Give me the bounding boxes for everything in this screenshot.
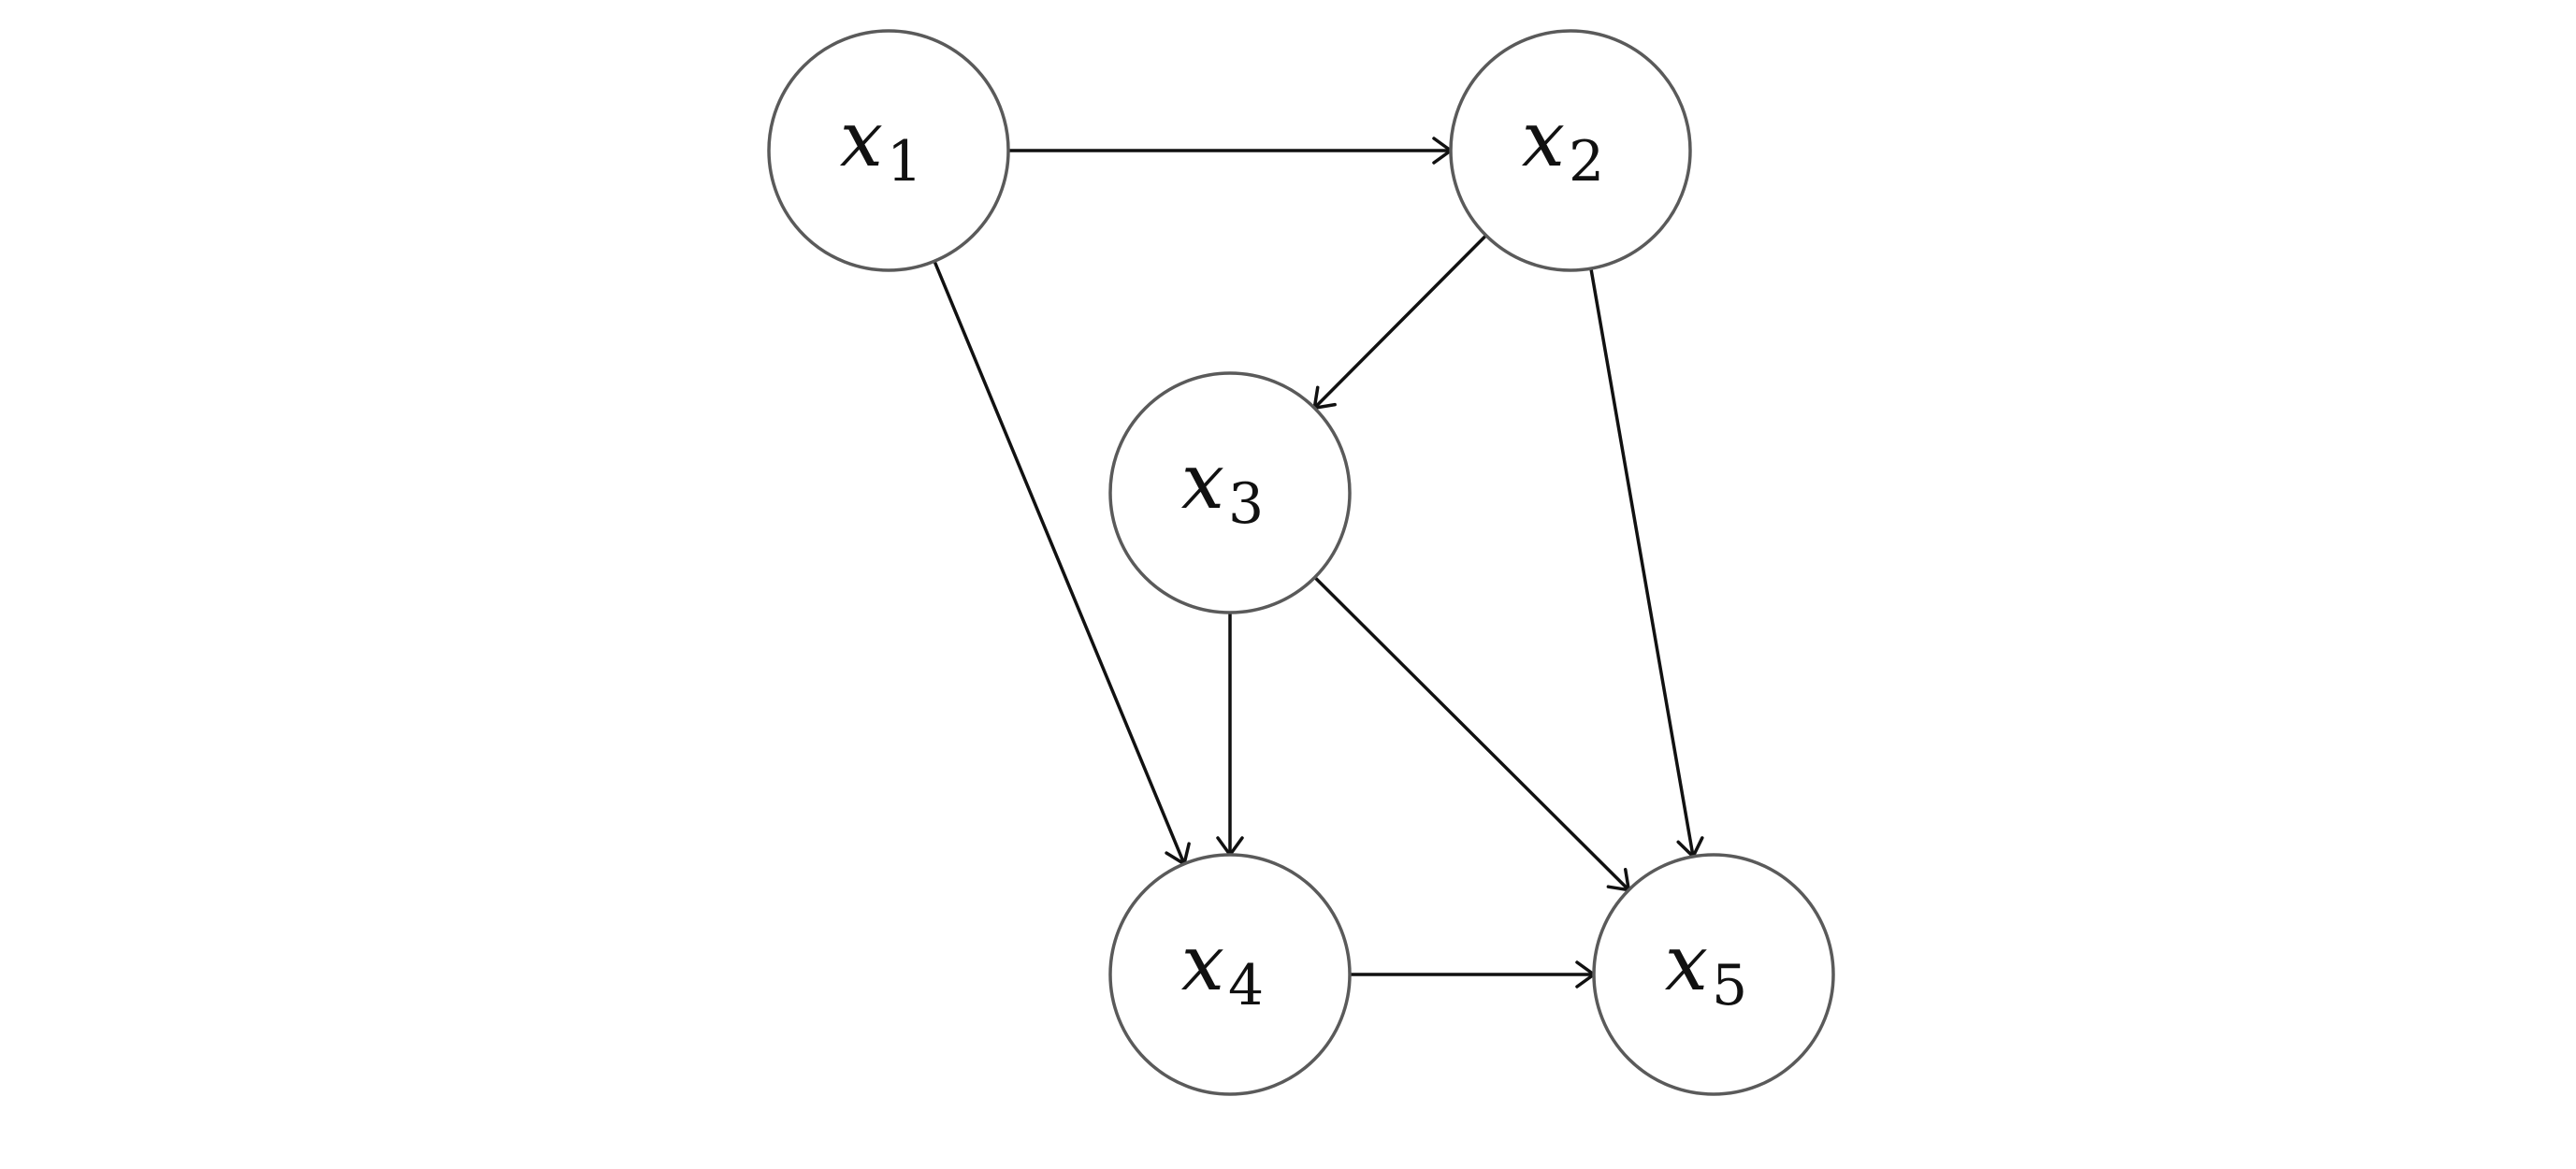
- node-label-x1: x1: [840, 95, 922, 195]
- node-label-x5: x5: [1665, 919, 1747, 1018]
- node-subscript: 3: [1228, 471, 1264, 537]
- edge-x2-x5: [1589, 267, 1704, 859]
- node-var: x: [1181, 919, 1224, 1008]
- node-x1: x1: [767, 29, 1010, 272]
- edge-line-x2-x3: [1313, 234, 1487, 410]
- node-var: x: [1522, 95, 1565, 184]
- edge-x3-x5: [1313, 576, 1631, 892]
- node-label-x4: x4: [1181, 919, 1264, 1018]
- node-subscript: 5: [1712, 953, 1747, 1018]
- node-var: x: [1181, 438, 1224, 527]
- edges-layer: [933, 137, 1704, 989]
- node-var: x: [1665, 919, 1708, 1008]
- node-subscript: 2: [1569, 129, 1604, 195]
- node-circle-x3: [1108, 371, 1352, 614]
- node-label-x3: x3: [1181, 438, 1264, 537]
- node-circle-x4: [1108, 853, 1352, 1096]
- node-subscript: 4: [1228, 953, 1264, 1018]
- node-circle-x2: [1449, 29, 1692, 272]
- node-x5: x5: [1592, 853, 1835, 1096]
- node-x2: x2: [1449, 29, 1692, 272]
- edge-line-x2-x5: [1589, 267, 1695, 858]
- edge-line-x1-x4: [933, 260, 1186, 865]
- node-subscript: 1: [887, 129, 922, 195]
- node-label-x2: x2: [1522, 95, 1604, 195]
- edge-x3-x4: [1216, 613, 1244, 857]
- node-circle-x5: [1592, 853, 1835, 1096]
- node-x3: x3: [1108, 371, 1352, 614]
- edge-x1-x2: [1008, 137, 1453, 165]
- edge-line-x3-x5: [1313, 576, 1630, 891]
- node-var: x: [840, 95, 883, 184]
- node-x4: x4: [1108, 853, 1352, 1096]
- node-circle-x1: [767, 29, 1010, 272]
- edge-x2-x3: [1312, 234, 1487, 410]
- edge-x4-x5: [1350, 960, 1596, 989]
